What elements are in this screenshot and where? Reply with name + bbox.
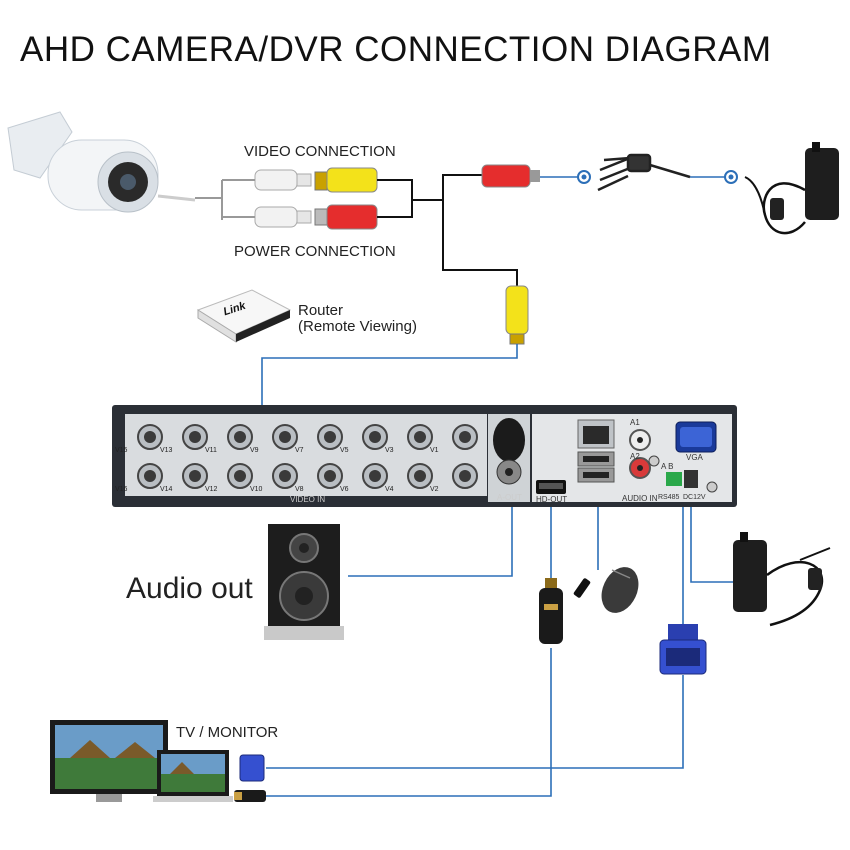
power-dc-plug-icon: [481, 164, 540, 188]
bnc-port-label: V16: [115, 486, 128, 493]
audio-in-label: AUDIO IN: [622, 494, 658, 503]
a-out-label: A-OUT: [497, 493, 522, 502]
bnc-port-center: [189, 470, 201, 482]
camera-power-plug-icon: [254, 206, 312, 228]
router-sub-label: (Remote Viewing): [298, 318, 417, 335]
bnc-port-label: V8: [295, 486, 304, 493]
router-icon: [196, 289, 292, 343]
bnc-port-center: [324, 470, 336, 482]
mouse-icon: [601, 567, 639, 613]
bnc-port-center: [324, 431, 336, 443]
a2-label: A2: [630, 452, 640, 461]
bnc-port-label: V3: [385, 447, 394, 454]
bnc-port-center: [144, 470, 156, 482]
bnc-port-center: [369, 431, 381, 443]
bnc-port-center: [414, 431, 426, 443]
bnc-port-label: V7: [295, 447, 304, 454]
camera-video-plug-icon: [254, 169, 312, 191]
bnc-port-label: V14: [160, 486, 173, 493]
video-connection-label: VIDEO CONNECTION: [244, 143, 396, 160]
bnc-port-grid: [137, 424, 478, 489]
a1-label: A1: [630, 418, 640, 427]
diagram-title: AHD CAMERA/DVR CONNECTION DIAGRAM: [20, 30, 772, 69]
rca-video-icon: [314, 167, 378, 193]
bnc-port-label: V4: [385, 486, 394, 493]
bnc-video-plug-icon: [505, 285, 529, 345]
power-splitter-icon: [597, 153, 691, 192]
bnc-port-label: V10: [250, 486, 263, 493]
ab-label: A B: [661, 462, 674, 471]
router-label: Router: [298, 302, 344, 319]
speaker-icon: [264, 524, 344, 640]
monitor-icon: [50, 720, 168, 802]
bnc-port-center: [369, 470, 381, 482]
hdmi-plug-small-icon: [234, 790, 266, 802]
bnc-port-label: V15: [115, 447, 128, 454]
camera-icon: [7, 111, 196, 213]
bnc-port-label: V12: [205, 486, 218, 493]
usb-dongle-icon: [573, 578, 591, 598]
vga-connector-icon: [659, 624, 707, 675]
bnc-port-center: [144, 431, 156, 443]
bnc-port-center: [279, 431, 291, 443]
hdmi-cable-icon: [539, 578, 563, 644]
bnc-port-center: [234, 431, 246, 443]
power-connection-label: POWER CONNECTION: [234, 243, 396, 260]
bnc-port-center: [279, 470, 291, 482]
dc12v-label: DC12V: [683, 494, 706, 501]
video-in-label: VIDEO IN: [290, 495, 326, 504]
rca-power-icon: [314, 204, 378, 230]
tv-monitor-label: TV / MONITOR: [176, 724, 279, 741]
bnc-port-label: V2: [430, 486, 439, 493]
vga-label: VGA: [686, 453, 703, 462]
bnc-port-label: V9: [250, 447, 259, 454]
bnc-port-center: [189, 431, 201, 443]
audio-out-label: Audio out: [126, 572, 253, 605]
vga-plug-small-icon: [239, 754, 265, 782]
power-adapter-icon: [744, 142, 839, 235]
bnc-port-label: V5: [340, 447, 349, 454]
laptop-monitor-icon: [153, 750, 233, 802]
bnc-port-center: [414, 470, 426, 482]
bnc-port-center: [459, 470, 471, 482]
bnc-port-label: V6: [340, 486, 349, 493]
bnc-port-center: [459, 431, 471, 443]
rs485-label: RS485: [658, 494, 680, 501]
hd-out-label: HD-OUT: [536, 495, 568, 504]
bnc-port-label: V11: [205, 447, 217, 454]
dvr-power-adapter-icon: [733, 532, 831, 627]
bnc-port-label: V1: [430, 447, 439, 454]
bnc-port-label: V13: [160, 447, 173, 454]
bnc-port-center: [234, 470, 246, 482]
